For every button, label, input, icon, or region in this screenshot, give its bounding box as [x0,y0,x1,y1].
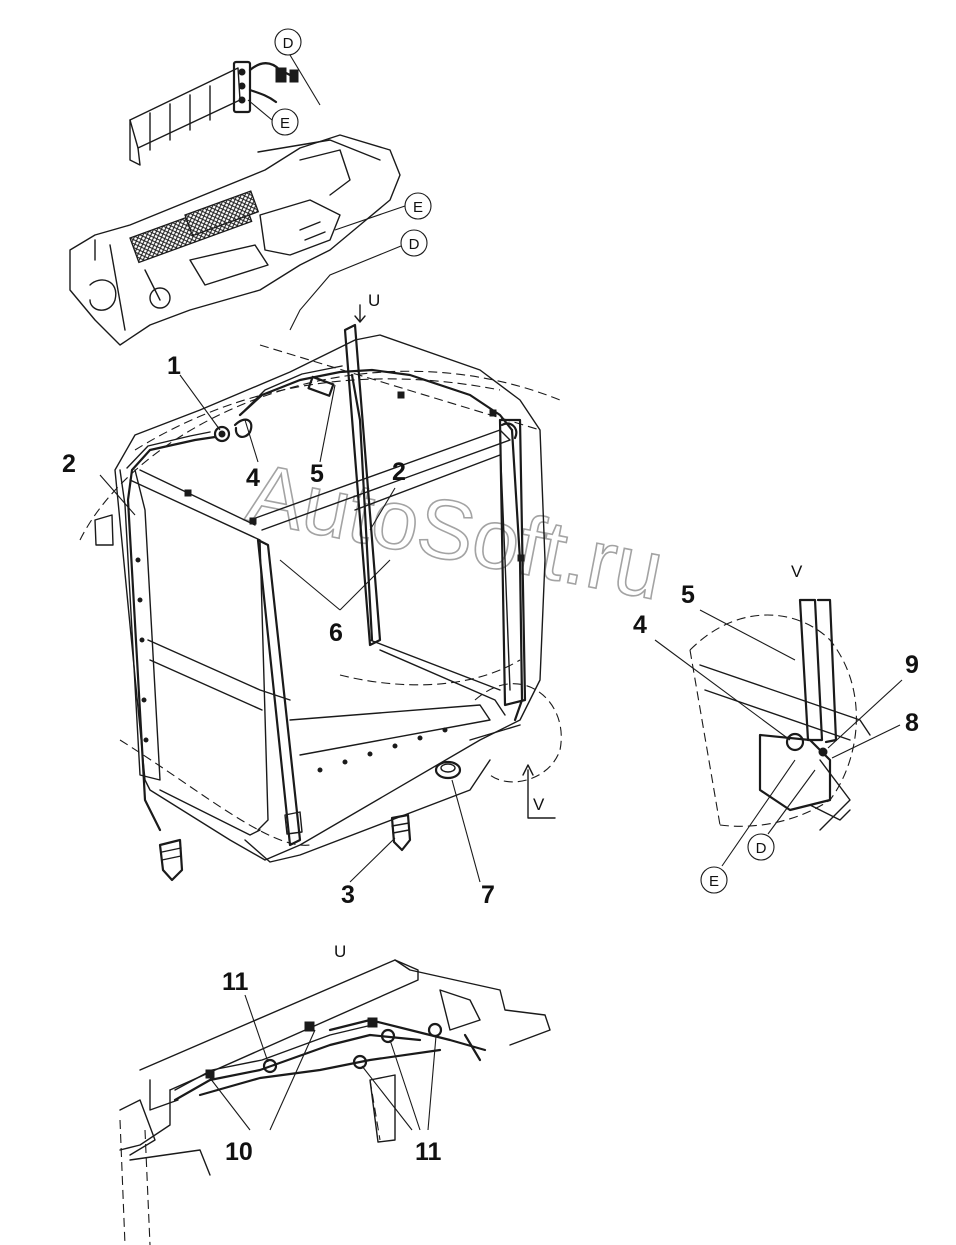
part-number-11-right: 11 [415,1138,442,1166]
part-number-5-detail: 5 [681,581,695,609]
leader-lines [99,54,903,1131]
part-number-2-right: 2 [392,458,406,486]
drain-valve-left [158,838,184,882]
svg-text:D: D [283,35,294,52]
svg-text:E: E [280,115,290,132]
view-u-arrow: U [354,291,380,323]
part-number-2-left: 2 [62,450,76,478]
cab-roof-panel [69,134,401,346]
cab-frame [79,323,562,863]
drain-valve-3 [390,813,412,852]
mark-e-top: E [271,108,299,136]
sill-bolts [135,557,448,773]
mark-d-top: D [274,28,302,56]
part-number-6: 6 [329,619,343,647]
part-number-4: 4 [246,464,260,492]
svg-text:D: D [756,840,767,857]
svg-text:U: U [368,291,380,310]
svg-text:E: E [413,199,423,216]
svg-text:E: E [709,873,719,890]
mark-e-detail: E [700,866,728,894]
svg-text:D: D [409,236,420,253]
part-number-3: 3 [341,881,355,909]
mark-d-roof: D [400,229,428,257]
part-number-1: 1 [167,352,181,380]
view-v-detail [689,598,871,831]
part-number-10: 10 [225,1138,253,1166]
mark-e-roof: E [404,192,432,220]
watermark: AutoSoft.ru [240,445,670,617]
part-number-4-detail: 4 [633,611,647,639]
heater-core-detail [129,60,299,166]
hose-clips-u [205,1017,443,1079]
water-valve [213,418,253,443]
view-v-arrow: V [522,764,556,819]
part-number-9: 9 [905,651,919,679]
part-number-7: 7 [481,881,495,909]
mark-d-detail: D [747,833,775,861]
part-number-8: 8 [905,709,919,737]
view-u-title: U [334,942,346,961]
part-number-5: 5 [310,460,324,488]
grommet-7 [434,760,462,780]
view-v-title: V [791,562,803,581]
svg-text:V: V [533,795,545,814]
heater-hoses [126,365,525,832]
part-number-11-left: 11 [222,968,249,996]
view-u-detail [119,959,551,1245]
